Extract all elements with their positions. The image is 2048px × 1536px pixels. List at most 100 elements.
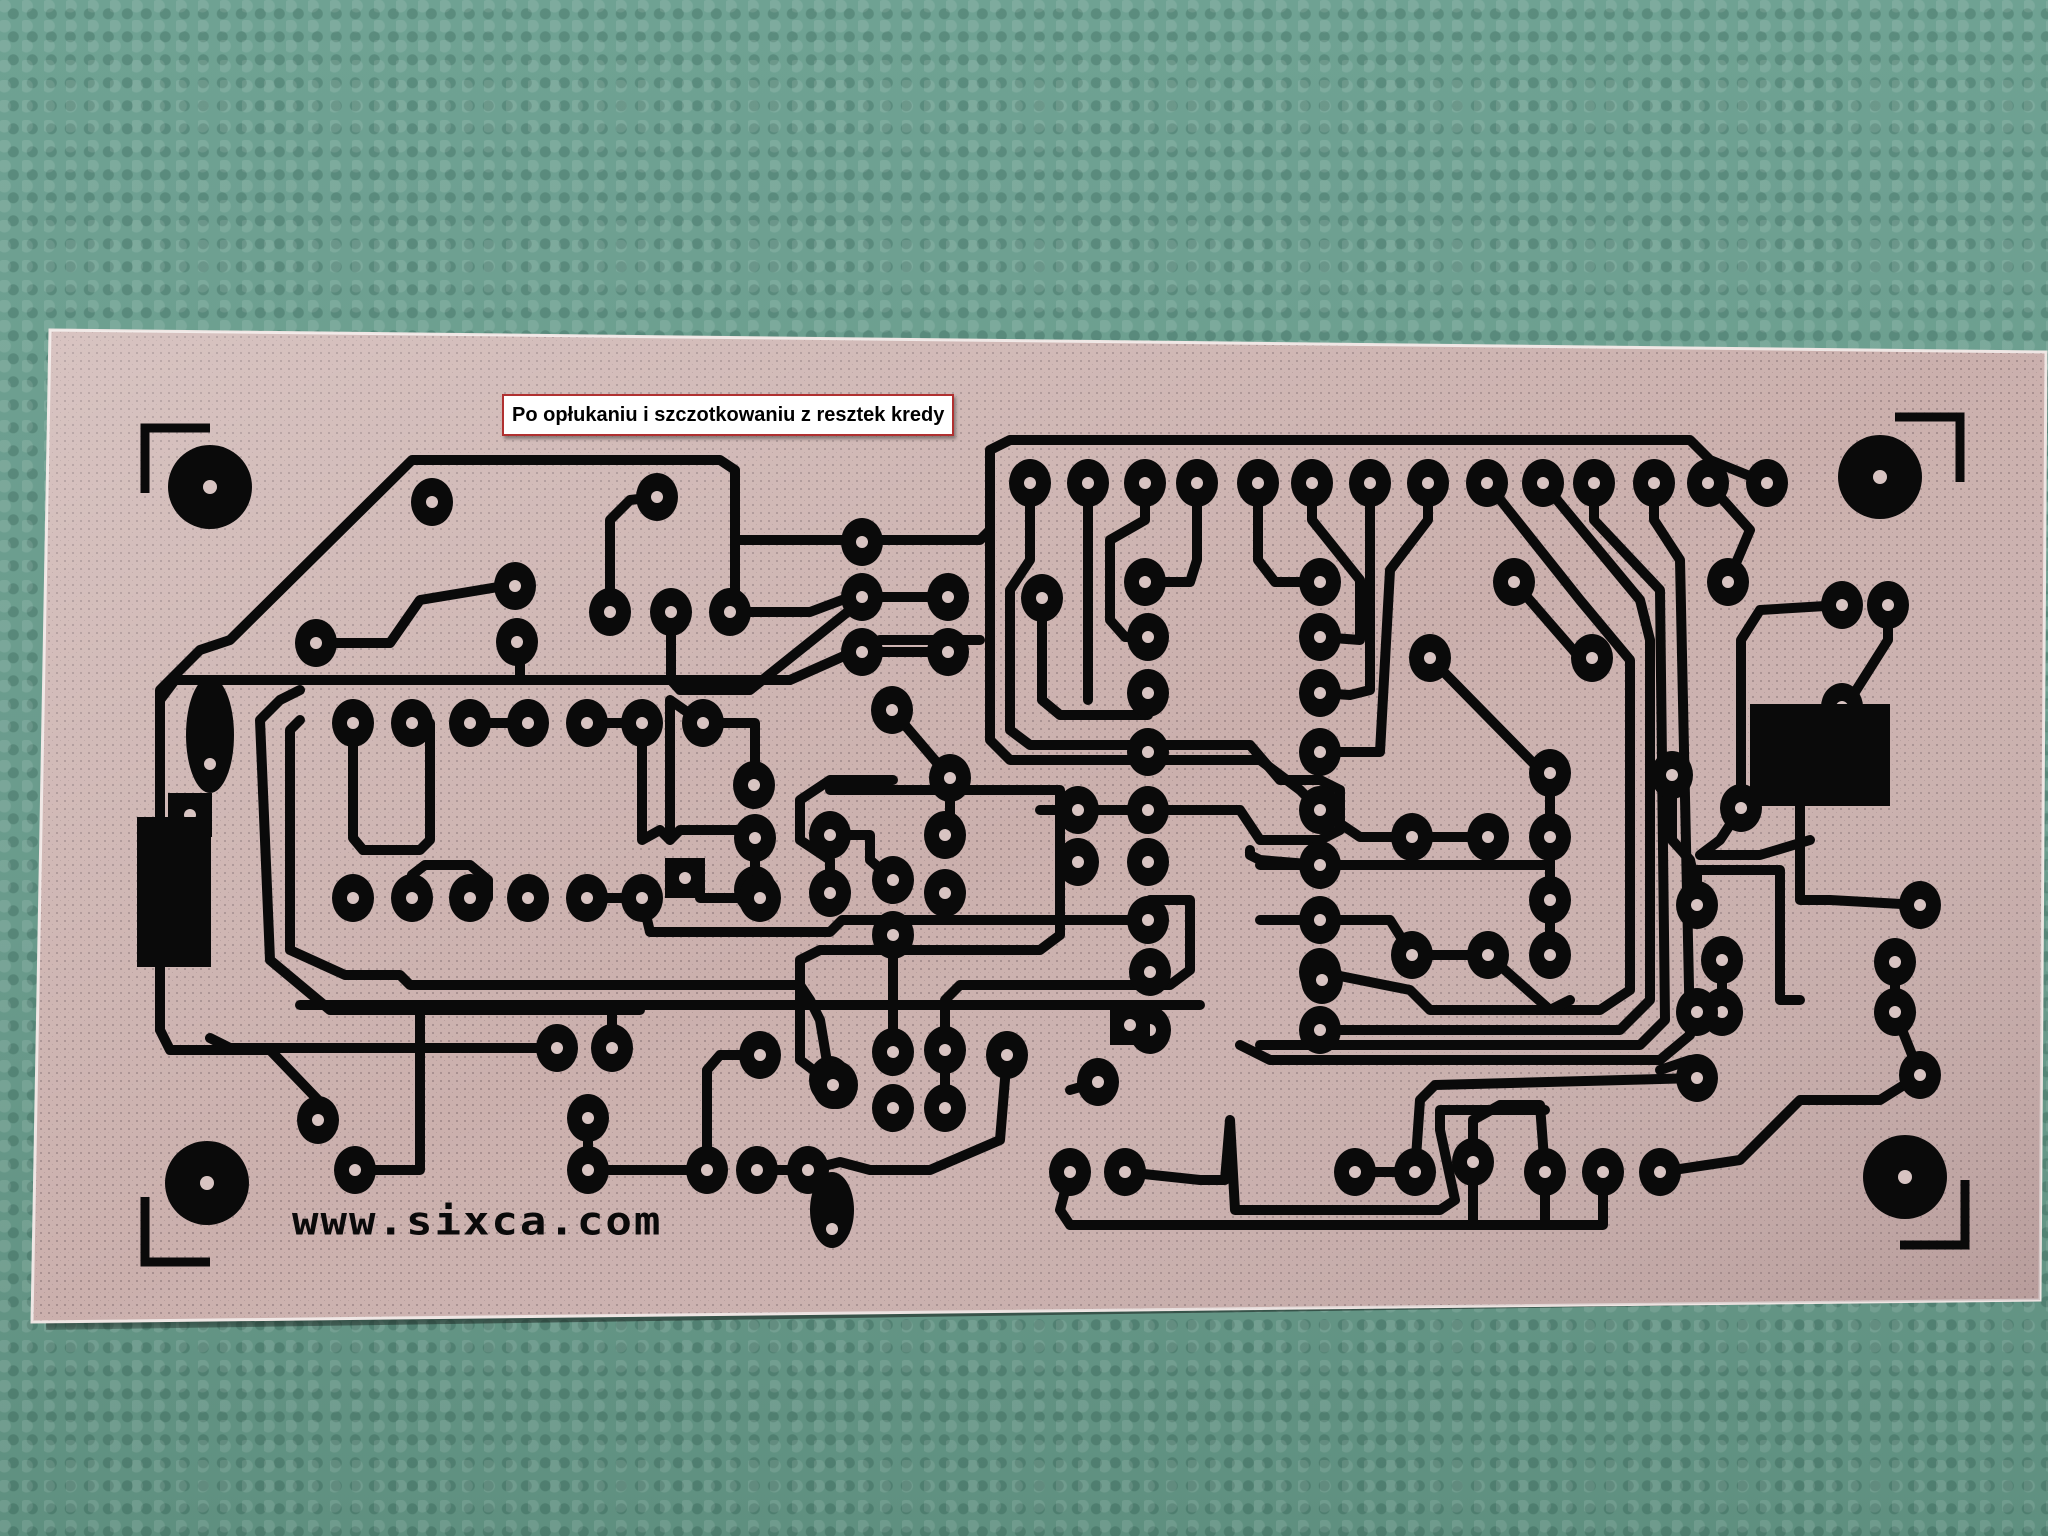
round-pad [1676, 881, 1718, 929]
round-pad [686, 1146, 728, 1194]
round-pad [809, 811, 851, 859]
corner-registration-mark [140, 423, 210, 493]
round-pad [1639, 1148, 1681, 1196]
round-pad [1301, 956, 1343, 1004]
round-pad [871, 686, 913, 734]
round-pad [1571, 634, 1613, 682]
round-pad [1746, 459, 1788, 507]
round-pad [1127, 613, 1169, 661]
round-pad [1874, 938, 1916, 986]
round-pad [1874, 988, 1916, 1036]
round-pad [1237, 459, 1279, 507]
mounting-hole-pad [1838, 435, 1922, 519]
round-pad [1057, 838, 1099, 886]
silkscreen-url-text: www.sixca.com [292, 1198, 663, 1245]
round-pad [1127, 896, 1169, 944]
round-pad [1524, 1148, 1566, 1196]
square-pad [1110, 1005, 1150, 1045]
round-pad [496, 618, 538, 666]
corner-registration-mark [1895, 412, 1965, 482]
round-pad [621, 874, 663, 922]
round-pad [449, 699, 491, 747]
round-pad [567, 1094, 609, 1142]
round-pad [1452, 1138, 1494, 1186]
round-pad [841, 518, 883, 566]
round-pad [295, 619, 337, 667]
round-pad [1821, 581, 1863, 629]
round-pad [1467, 931, 1509, 979]
round-pad [621, 699, 663, 747]
round-pad [1701, 936, 1743, 984]
round-pad [929, 754, 971, 802]
round-pad [812, 1061, 854, 1109]
round-pad [739, 1031, 781, 1079]
round-pad [924, 869, 966, 917]
round-pad [736, 1146, 778, 1194]
round-pad [927, 628, 969, 676]
round-pad [567, 1146, 609, 1194]
round-pad [1299, 841, 1341, 889]
round-pad [1299, 728, 1341, 776]
oval-pad [186, 677, 234, 793]
round-pad [809, 869, 851, 917]
round-pad [1127, 669, 1169, 717]
round-pad [536, 1024, 578, 1072]
round-pad [1104, 1148, 1146, 1196]
round-pad [1067, 459, 1109, 507]
round-pad [1299, 1006, 1341, 1054]
round-pad [297, 1096, 339, 1144]
round-pad [924, 1026, 966, 1074]
round-pad [1407, 459, 1449, 507]
round-pad [1633, 459, 1675, 507]
round-pad [841, 573, 883, 621]
large-copper-pad [1750, 704, 1890, 806]
round-pad [1176, 459, 1218, 507]
round-pad [1127, 838, 1169, 886]
round-pad [1573, 459, 1615, 507]
round-pad [591, 1024, 633, 1072]
round-pad [682, 699, 724, 747]
round-pad [1409, 634, 1451, 682]
round-pad [872, 1028, 914, 1076]
round-pad [1299, 558, 1341, 606]
round-pad [1529, 749, 1571, 797]
round-pad [734, 814, 776, 862]
round-pad [1391, 813, 1433, 861]
round-pad [1349, 459, 1391, 507]
corner-marks [140, 412, 1970, 1267]
round-pad [391, 874, 433, 922]
round-pad [411, 478, 453, 526]
round-pad [1899, 1051, 1941, 1099]
round-pad [1867, 581, 1909, 629]
round-pad [1529, 876, 1571, 924]
round-pad [1676, 988, 1718, 1036]
corner-registration-mark [1900, 1180, 1970, 1250]
round-pad [872, 1084, 914, 1132]
round-pad [1291, 459, 1333, 507]
round-pad [1529, 931, 1571, 979]
round-pad [1466, 459, 1508, 507]
oval-pad [810, 1172, 854, 1248]
round-pad [566, 874, 608, 922]
round-pad [1299, 613, 1341, 661]
mounting-hole-pad [1863, 1135, 1947, 1219]
round-pad [841, 628, 883, 676]
round-pad [332, 699, 374, 747]
round-pad [1676, 1054, 1718, 1102]
round-pad [1334, 1148, 1376, 1196]
round-pad [1299, 669, 1341, 717]
round-pad [1899, 881, 1941, 929]
round-pad [332, 874, 374, 922]
round-pad [1582, 1148, 1624, 1196]
round-pad [1529, 813, 1571, 861]
pads [137, 459, 1941, 1248]
round-pad [1299, 786, 1341, 834]
round-pad [1394, 1148, 1436, 1196]
mounting-hole-pad [168, 445, 252, 529]
round-pad [391, 699, 433, 747]
photo-caption: Po opłukaniu i szczotkowaniu z resztek k… [502, 394, 955, 436]
round-pad [1124, 459, 1166, 507]
round-pad [1467, 813, 1509, 861]
round-pad [1129, 948, 1171, 996]
round-pad [924, 1084, 966, 1132]
